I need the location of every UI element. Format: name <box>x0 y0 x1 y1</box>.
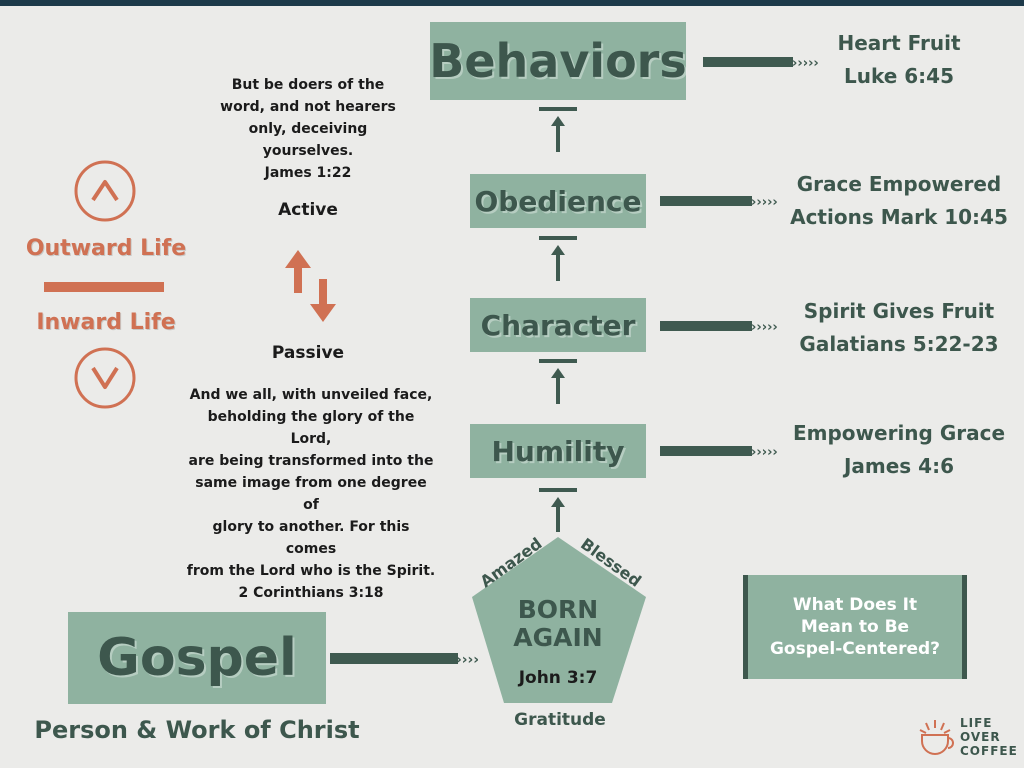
empowering-grace-label: Empowering Grace James 4:6 <box>784 417 1014 483</box>
right-arrow-humility: ››››› <box>660 445 778 460</box>
svg-text:›››››: ››››› <box>792 56 819 71</box>
passive-verse-line: And we all, with unveiled face, <box>189 387 433 403</box>
svg-text:››››: ›››› <box>456 652 479 668</box>
behaviors-box: Behaviors <box>429 22 687 100</box>
character-box: Character <box>470 298 646 352</box>
active-verse-line: But be doers of the <box>231 77 385 93</box>
active-verse-line: yourselves. <box>262 143 354 159</box>
passive-verse-line: same image from one degree of <box>195 475 427 513</box>
active-verse: But be doers of the word, and not hearer… <box>208 74 408 184</box>
gospel-label: Gospel <box>97 628 297 688</box>
character-label: Character <box>480 308 636 342</box>
spirit-fruit-line-2: Galatians 5:22-23 <box>799 332 999 356</box>
grace-empowered-line-1: Grace Empowered <box>796 172 1002 196</box>
grace-empowered-label: Grace Empowered Actions Mark 10:45 <box>784 168 1014 234</box>
passive-verse-line: beholding the glory of the Lord, <box>207 409 415 447</box>
born-again-line-2: AGAIN <box>513 623 603 652</box>
outward-life-label: Outward Life <box>25 236 187 261</box>
passive-label: Passive <box>271 343 345 363</box>
up-down-arrows-icon <box>285 250 336 322</box>
inward-life-label: Inward Life <box>36 310 176 335</box>
active-verse-line: word, and not hearers <box>220 99 396 115</box>
born-again-pentagon <box>472 537 646 703</box>
born-again-title: BORN AGAIN <box>496 596 620 652</box>
up-arrow-behaviors <box>539 107 577 152</box>
passive-verse-line: are being transformed into the <box>188 453 434 469</box>
heart-fruit-label: Heart Fruit Luke 6:45 <box>784 27 1014 93</box>
passive-verse-line: from the Lord who is the Spirit. <box>186 563 436 579</box>
born-again-line-1: BORN <box>517 595 599 624</box>
right-arrow-behaviors: ››››› <box>703 56 819 71</box>
gospel-subtitle: Person & Work of Christ <box>34 716 360 744</box>
obedience-box: Obedience <box>470 174 646 228</box>
born-again-reference: John 3:7 <box>518 668 598 688</box>
svg-text:›››››: ››››› <box>751 445 778 460</box>
chevron-up-circle-icon <box>74 160 136 222</box>
active-label: Active <box>278 200 338 220</box>
behaviors-label: Behaviors <box>429 34 687 88</box>
up-arrow-character <box>539 359 577 404</box>
gratitude-label: Gratitude <box>514 710 606 730</box>
spirit-fruit-line-1: Spirit Gives Fruit <box>803 299 995 323</box>
heart-fruit-line-2: Luke 6:45 <box>843 64 955 88</box>
empowering-grace-line-2: James 4:6 <box>843 454 955 478</box>
active-verse-line: only, deceiving <box>248 121 368 137</box>
life-over-coffee-logo: LIFE OVER COFFEE <box>960 716 1020 758</box>
grace-empowered-line-2: Actions Mark 10:45 <box>790 205 1008 229</box>
card-line-1: What Does It <box>792 595 918 615</box>
svg-text:›››››: ››››› <box>751 320 778 335</box>
chevron-down-circle-icon <box>74 347 136 409</box>
card-line-2: Mean to Be <box>800 617 910 637</box>
logo-line-1: LIFE <box>960 716 993 730</box>
right-arrow-obedience: ››››› <box>660 195 778 210</box>
passive-verse-reference: 2 Corinthians 3:18 <box>238 585 384 601</box>
gospel-centered-card[interactable]: What Does It Mean to Be Gospel-Centered? <box>743 575 967 679</box>
humility-box: Humility <box>470 424 646 478</box>
gospel-box: Gospel <box>68 612 326 704</box>
right-arrow-character: ››››› <box>660 320 778 335</box>
top-accent-bar <box>0 0 1024 6</box>
up-arrow-obedience <box>539 236 577 281</box>
passive-verse-line: glory to another. For this comes <box>212 519 410 557</box>
logo-line-2: OVER <box>960 730 1001 744</box>
card-line-3: Gospel-Centered? <box>769 639 941 659</box>
active-verse-reference: James 1:22 <box>264 165 352 181</box>
coffee-cup-sun-icon <box>919 720 954 755</box>
svg-text:›››››: ››››› <box>751 195 778 210</box>
obedience-label: Obedience <box>474 184 642 218</box>
right-arrow-gospel: ›››› <box>330 652 479 668</box>
empowering-grace-line-1: Empowering Grace <box>792 421 1006 445</box>
passive-verse: And we all, with unveiled face, beholdin… <box>186 384 436 604</box>
spirit-fruit-label: Spirit Gives Fruit Galatians 5:22-23 <box>784 295 1014 361</box>
heart-fruit-line-1: Heart Fruit <box>837 31 961 55</box>
logo-line-3: COFFEE <box>960 744 1018 758</box>
humility-label: Humility <box>491 434 625 468</box>
up-arrow-humility <box>539 488 577 532</box>
life-divider <box>44 282 164 292</box>
